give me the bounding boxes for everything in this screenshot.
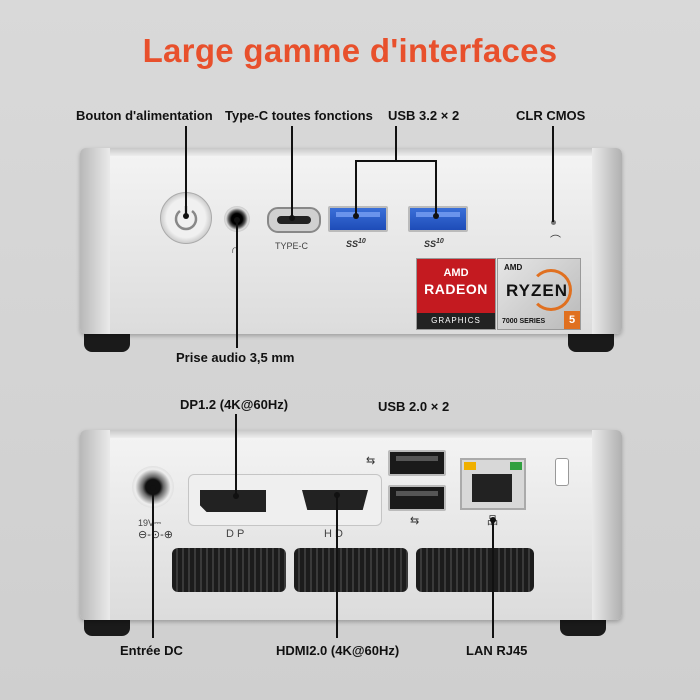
label-type-c: Type-C toutes fonctions (225, 108, 373, 123)
leader-clr-cmos (552, 126, 554, 222)
page-title: Large gamme d'interfaces (142, 32, 558, 69)
vent-middle (294, 548, 408, 592)
headphone-icon: ∩ (231, 244, 239, 256)
vent-left (172, 548, 286, 592)
hdmi-port[interactable] (302, 490, 368, 510)
front-right-foot (568, 330, 614, 352)
usb3-port-2[interactable] (408, 206, 468, 232)
amd-ryzen-sticker: AMD RYZEN 7000 SERIES 5 (497, 258, 581, 330)
label-usb20: USB 2.0 × 2 (378, 399, 450, 414)
leader-usb32-vert (395, 126, 397, 160)
clr-cmos-pinhole[interactable] (551, 220, 556, 225)
leader-audio (236, 220, 238, 348)
leader-lan (492, 520, 494, 638)
type-c-label: TYPE-C (275, 241, 309, 251)
leader-dc (152, 488, 154, 638)
rj45-port[interactable] (460, 458, 526, 510)
lan-led-amber (464, 462, 476, 470)
label-dc-input: Entrée DC (120, 643, 183, 658)
leader-usb32-horiz (355, 160, 437, 162)
clr-cmos-icon: ⌒ (550, 235, 561, 247)
usb2-port-1[interactable] (388, 450, 446, 476)
usb-icon-2: ⇆ (410, 515, 420, 527)
displayport-port[interactable] (200, 490, 266, 512)
leader-type-c (291, 126, 293, 218)
label-usb32: USB 3.2 × 2 (388, 108, 460, 123)
amd-radeon-sticker: AMD RADEON GRAPHICS (416, 258, 496, 330)
kensington-lock-slot[interactable] (555, 458, 569, 486)
lan-led-green (510, 462, 522, 470)
dp-port-label: DP (226, 528, 248, 540)
vent-right (416, 548, 534, 592)
usb2-port-2[interactable] (388, 485, 446, 511)
label-clr-cmos: CLR CMOS (516, 108, 586, 123)
leader-power (185, 126, 187, 216)
leader-hdmi (336, 495, 338, 638)
superspeed-label-2: SS10 (424, 238, 444, 249)
label-power-button: Bouton d'alimentation (76, 108, 213, 123)
ryzen-ring-icon (530, 269, 572, 311)
front-left-foot (84, 330, 130, 352)
dc-polarity-icon: ⊖-⊙-⊕ (138, 529, 173, 541)
label-lan: LAN RJ45 (466, 643, 528, 658)
superspeed-label-1: SS10 (346, 238, 366, 249)
dc-voltage-label: 19V⎓ (138, 518, 162, 528)
label-audio-jack: Prise audio 3,5 mm (176, 350, 295, 365)
label-hdmi: HDMI2.0 (4K@60Hz) (276, 643, 400, 658)
hd-port-label: HD (324, 528, 346, 540)
label-dp: DP1.2 (4K@60Hz) (180, 397, 289, 412)
usb3-port-1[interactable] (328, 206, 388, 232)
usb-icon-1: ⇆ (366, 455, 376, 467)
leader-dp (235, 414, 237, 496)
